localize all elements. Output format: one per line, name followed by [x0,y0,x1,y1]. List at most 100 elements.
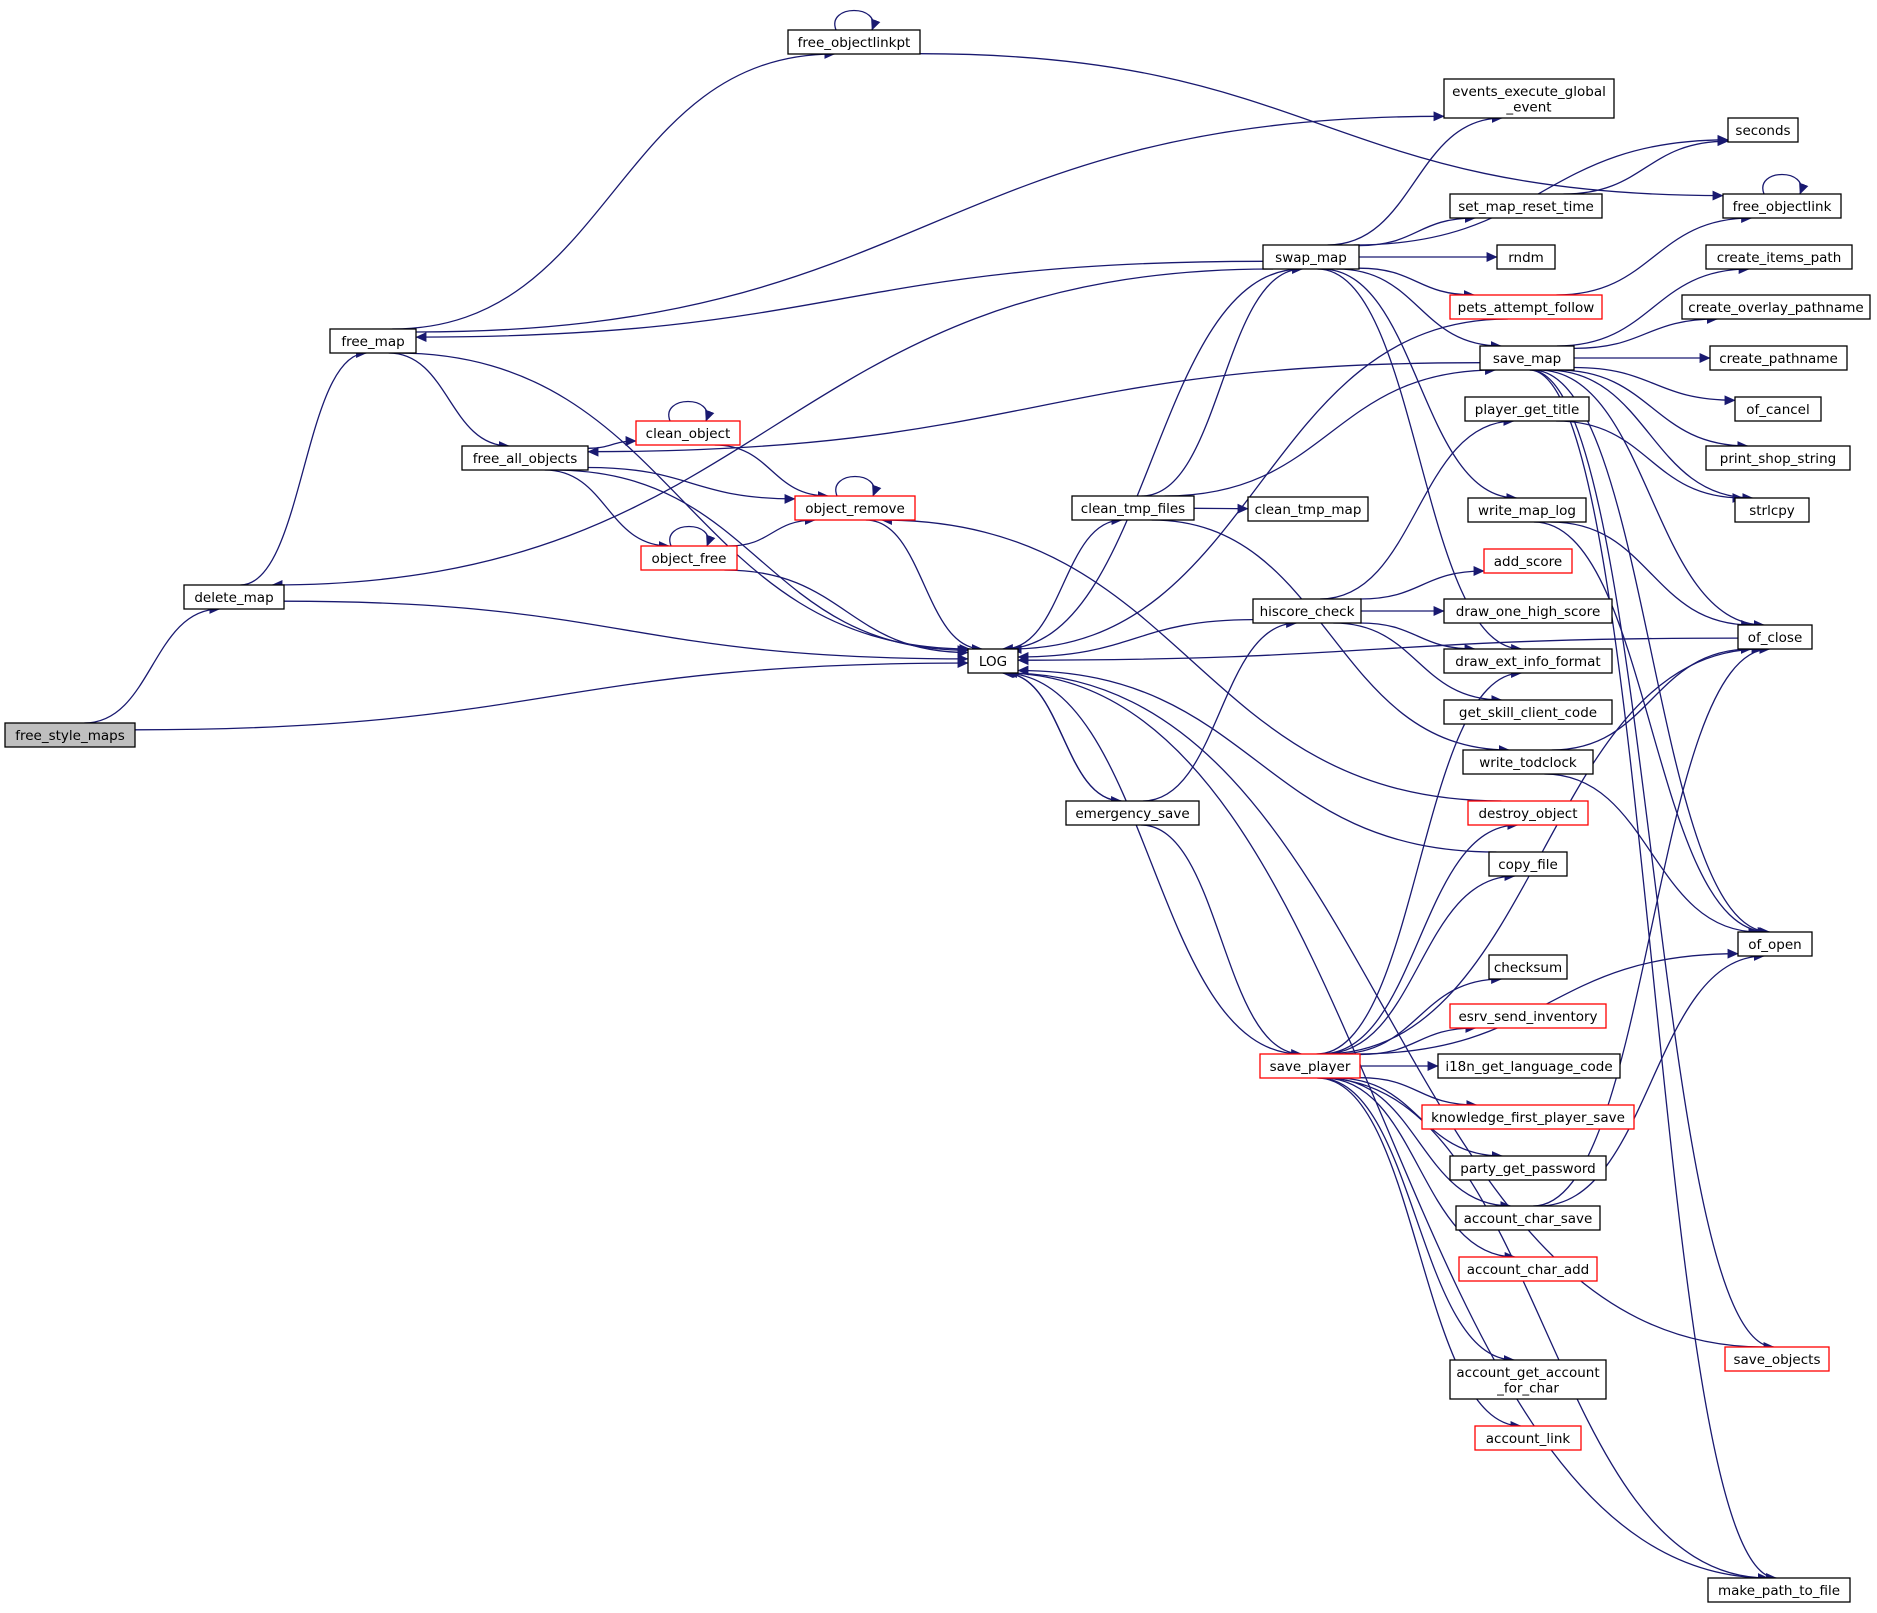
node-free-all-objects[interactable]: free_all_objects [461,445,589,471]
node-LOG[interactable]: LOG [967,648,1019,674]
node-label: swap_map [1275,250,1347,266]
node-party-get-password[interactable]: party_get_password [1449,1155,1607,1181]
node-save-player[interactable]: save_player [1259,1053,1361,1079]
node-i18n-get-language-code[interactable]: i18n_get_language_code [1437,1053,1621,1079]
node-set-map-reset-time[interactable]: set_map_reset_time [1449,193,1603,219]
node-box [1443,598,1613,624]
node-object-free[interactable]: object_free [640,545,738,571]
node-object-remove[interactable]: object_remove [794,495,916,521]
node-create-overlay-pathname[interactable]: create_overlay_pathname [1681,294,1871,320]
node-emergency-save[interactable]: emergency_save [1065,800,1200,826]
node-seconds[interactable]: seconds [1727,117,1799,143]
node-label: free_style_maps [15,728,125,744]
node-free-objectlink[interactable]: free_objectlink [1722,193,1842,219]
node-box [1705,445,1851,471]
edge-free-style-maps-to-delete-map [84,604,221,724]
node-label: destroy_object [1478,806,1577,822]
node-box [1734,497,1810,523]
edge-save-map-to-print-shop-string [1557,369,1749,451]
edge-pets-attempt-follow-to-LOG [1010,318,1508,654]
node-esrv-send-inventory[interactable]: esrv_send_inventory [1449,1003,1607,1029]
node-swap-map[interactable]: swap_map [1262,244,1360,270]
node-knowledge-first-player-save[interactable]: knowledge_first_player_save [1421,1104,1635,1130]
node-free-style-maps[interactable]: free_style_maps [4,722,136,748]
node-account-get-account-for-char[interactable]: account_get_account_for_char [1449,1359,1607,1400]
edge-write-todclock-to-of-open [1544,773,1760,937]
node-label: free_objectlink [1733,199,1832,215]
node-free-map[interactable]: free_map [329,328,417,354]
edge-copy-file-to-LOG [1017,665,1497,853]
edge-save-player-to-knowledge-first-player-save [1359,1077,1478,1110]
node-account-char-add[interactable]: account_char_add [1458,1256,1598,1282]
edge-swap-map-to-set-map-reset-time [1358,213,1476,247]
node-strlcpy[interactable]: strlcpy [1734,497,1810,523]
node-label: hiscore_check [1260,604,1355,620]
edge-save-map-to-strlcpy [1546,369,1754,503]
node-of-close[interactable]: of_close [1737,624,1813,650]
node-pets-attempt-follow[interactable]: pets_attempt_follow [1449,294,1603,320]
node-hiscore-check[interactable]: hiscore_check [1252,598,1362,624]
edge-write-map-log-to-of-close [1550,521,1753,630]
node-label: account_link [1486,1431,1571,1447]
node-account-link[interactable]: account_link [1474,1425,1582,1451]
node-save-objects[interactable]: save_objects [1724,1346,1830,1372]
node-checksum[interactable]: checksum [1488,954,1568,980]
edge-of-close-to-LOG [1017,637,1739,666]
node-box [461,445,589,471]
node-box [1479,345,1575,371]
node-label: draw_one_high_score [1456,604,1601,620]
node-create-pathname[interactable]: create_pathname [1709,345,1848,371]
edge-swap-map-to-events-execute-global-event [1327,113,1503,246]
node-events-execute-global-event[interactable]: events_execute_global_event [1443,78,1615,119]
node-clean-tmp-files[interactable]: clean_tmp_files [1071,495,1195,521]
node-box [183,584,285,610]
node-label: seconds [1735,123,1790,139]
edge-emergency-save-to-LOG [1003,668,1122,802]
node-make-path-to-file[interactable]: make_path_to_file [1707,1577,1851,1603]
node-box [1727,117,1799,143]
node-free-objectlinkpt[interactable]: free_objectlinkpt [787,29,921,55]
node-save-map[interactable]: save_map [1479,345,1575,371]
edge-free-all-objects-to-object-free [544,469,670,551]
node-get-skill-client-code[interactable]: get_skill_client_code [1443,699,1613,725]
edge-clean-tmp-files-to-swap-map [1141,264,1304,497]
node-label: create_overlay_pathname [1688,300,1863,316]
node-box [1247,496,1369,522]
node-of-cancel[interactable]: of_cancel [1734,396,1822,422]
node-box [1449,1359,1607,1400]
node-write-todclock[interactable]: write_todclock [1462,749,1594,775]
node-draw-ext-info-format[interactable]: draw_ext_info_format [1443,648,1613,674]
node-print-shop-string[interactable]: print_shop_string [1705,445,1851,471]
edge-object-remove-to-LOG [865,519,983,654]
edge-delete-map-to-free-map [240,348,368,586]
node-create-items-path[interactable]: create_items_path [1705,244,1853,270]
node-draw-one-high-score[interactable]: draw_one_high_score [1443,598,1613,624]
node-clean-tmp-map[interactable]: clean_tmp_map [1247,496,1369,522]
edge-pets-attempt-follow-to-free-objectlink [1556,213,1753,296]
node-copy-file[interactable]: copy_file [1488,851,1568,877]
node-write-map-log[interactable]: write_map_log [1467,497,1587,523]
node-box [1449,193,1603,219]
node-label: write_todclock [1479,755,1577,771]
node-delete-map[interactable]: delete_map [183,584,285,610]
node-add-score[interactable]: add_score [1483,548,1573,574]
node-clean-object[interactable]: clean_object [635,420,741,446]
node-box [1474,1425,1582,1451]
node-of-open[interactable]: of_open [1737,931,1813,957]
node-label: set_map_reset_time [1458,199,1594,215]
node-destroy-object[interactable]: destroy_object [1467,800,1589,826]
edge-hiscore-check-to-get-skill-client-code [1333,622,1503,705]
edge-free-objectlinkpt-to-free-objectlink [919,53,1724,201]
node-rndm[interactable]: rndm [1496,244,1556,270]
node-box [1707,1577,1851,1603]
node-label: strlcpy [1749,503,1795,519]
node-player-get-title[interactable]: player_get_title [1464,396,1590,422]
edge-save-map-to-create-overlay-pathname [1573,314,1718,350]
edge-free-map-to-events-execute-global-event [415,111,1445,333]
edge-object-free-to-object-free [669,526,716,547]
node-box [1458,1256,1598,1282]
node-box [1681,294,1871,320]
edge-swap-map-to-draw-ext-info-format [1317,268,1523,654]
edge-save-map-to-create-items-path [1556,264,1750,347]
node-account-char-save[interactable]: account_char_save [1455,1205,1601,1231]
